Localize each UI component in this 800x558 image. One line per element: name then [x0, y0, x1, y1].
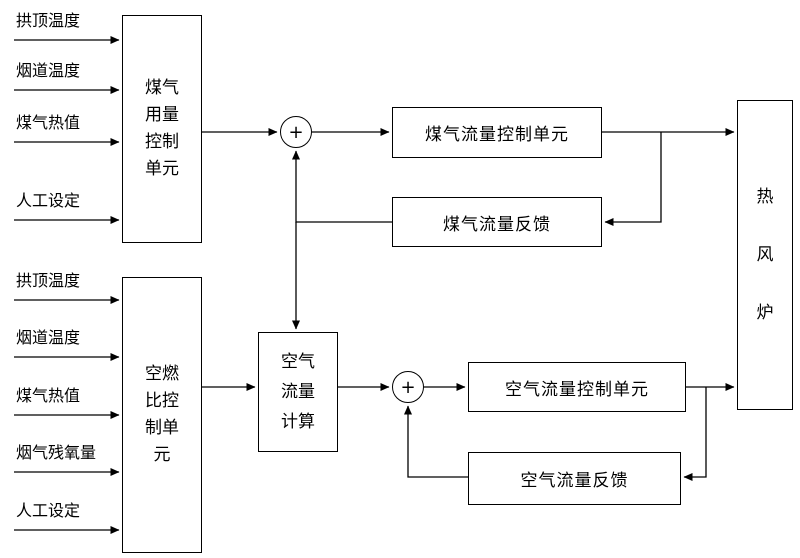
input-label-flue-temperature-top: 烟道温度	[16, 61, 81, 80]
block-air-flow-control-unit-label: 空气流量控制单元	[505, 379, 649, 400]
input-label-flue-temperature-bottom: 烟道温度	[16, 328, 81, 347]
input-label-gas-calorific-value-bottom: 煤气热值	[16, 386, 81, 405]
summing-junction-gas-sign: +	[288, 121, 304, 143]
summing-junction-air: +	[392, 371, 424, 403]
block-air-fuel-ratio-control-unit: 空燃比控制单元	[122, 277, 202, 553]
summing-junction-air-sign: +	[400, 376, 416, 398]
block-air-flow-calculation: 空气流量计算	[258, 332, 338, 452]
block-air-flow-calculation-label: 空气流量计算	[281, 352, 315, 432]
input-label-gas-calorific-value-top: 煤气热值	[16, 113, 81, 132]
block-air-flow-feedback: 空气流量反馈	[468, 452, 681, 505]
input-label-dome-temperature-top: 拱顶温度	[16, 11, 81, 30]
input-label-manual-setting-bottom: 人工设定	[16, 501, 81, 520]
block-hot-blast-stove: 热风炉	[737, 100, 793, 410]
input-label-residual-oxygen: 烟气残氧量	[16, 443, 97, 462]
block-gas-flow-feedback-label: 煤气流量反馈	[443, 214, 551, 235]
block-gas-flow-feedback: 煤气流量反馈	[392, 197, 602, 247]
block-air-flow-feedback-label: 空气流量反馈	[520, 471, 629, 491]
block-air-fuel-ratio-control-unit-label: 空燃比控制单元	[145, 364, 179, 465]
block-hot-blast-stove-label: 热风炉	[756, 187, 774, 323]
block-gas-flow-control-unit-label: 煤气流量控制单元	[425, 125, 569, 145]
summing-junction-gas: +	[280, 116, 312, 148]
block-gas-flow-control-unit: 煤气流量控制单元	[392, 107, 602, 158]
input-label-manual-setting-top: 人工设定	[16, 191, 81, 210]
block-gas-usage-control-unit: 煤气用量控制单元	[122, 15, 202, 243]
block-gas-usage-control-unit-label: 煤气用量控制单元	[145, 78, 179, 179]
input-label-dome-temperature-bottom: 拱顶温度	[16, 271, 81, 290]
block-air-flow-control-unit: 空气流量控制单元	[468, 362, 686, 412]
